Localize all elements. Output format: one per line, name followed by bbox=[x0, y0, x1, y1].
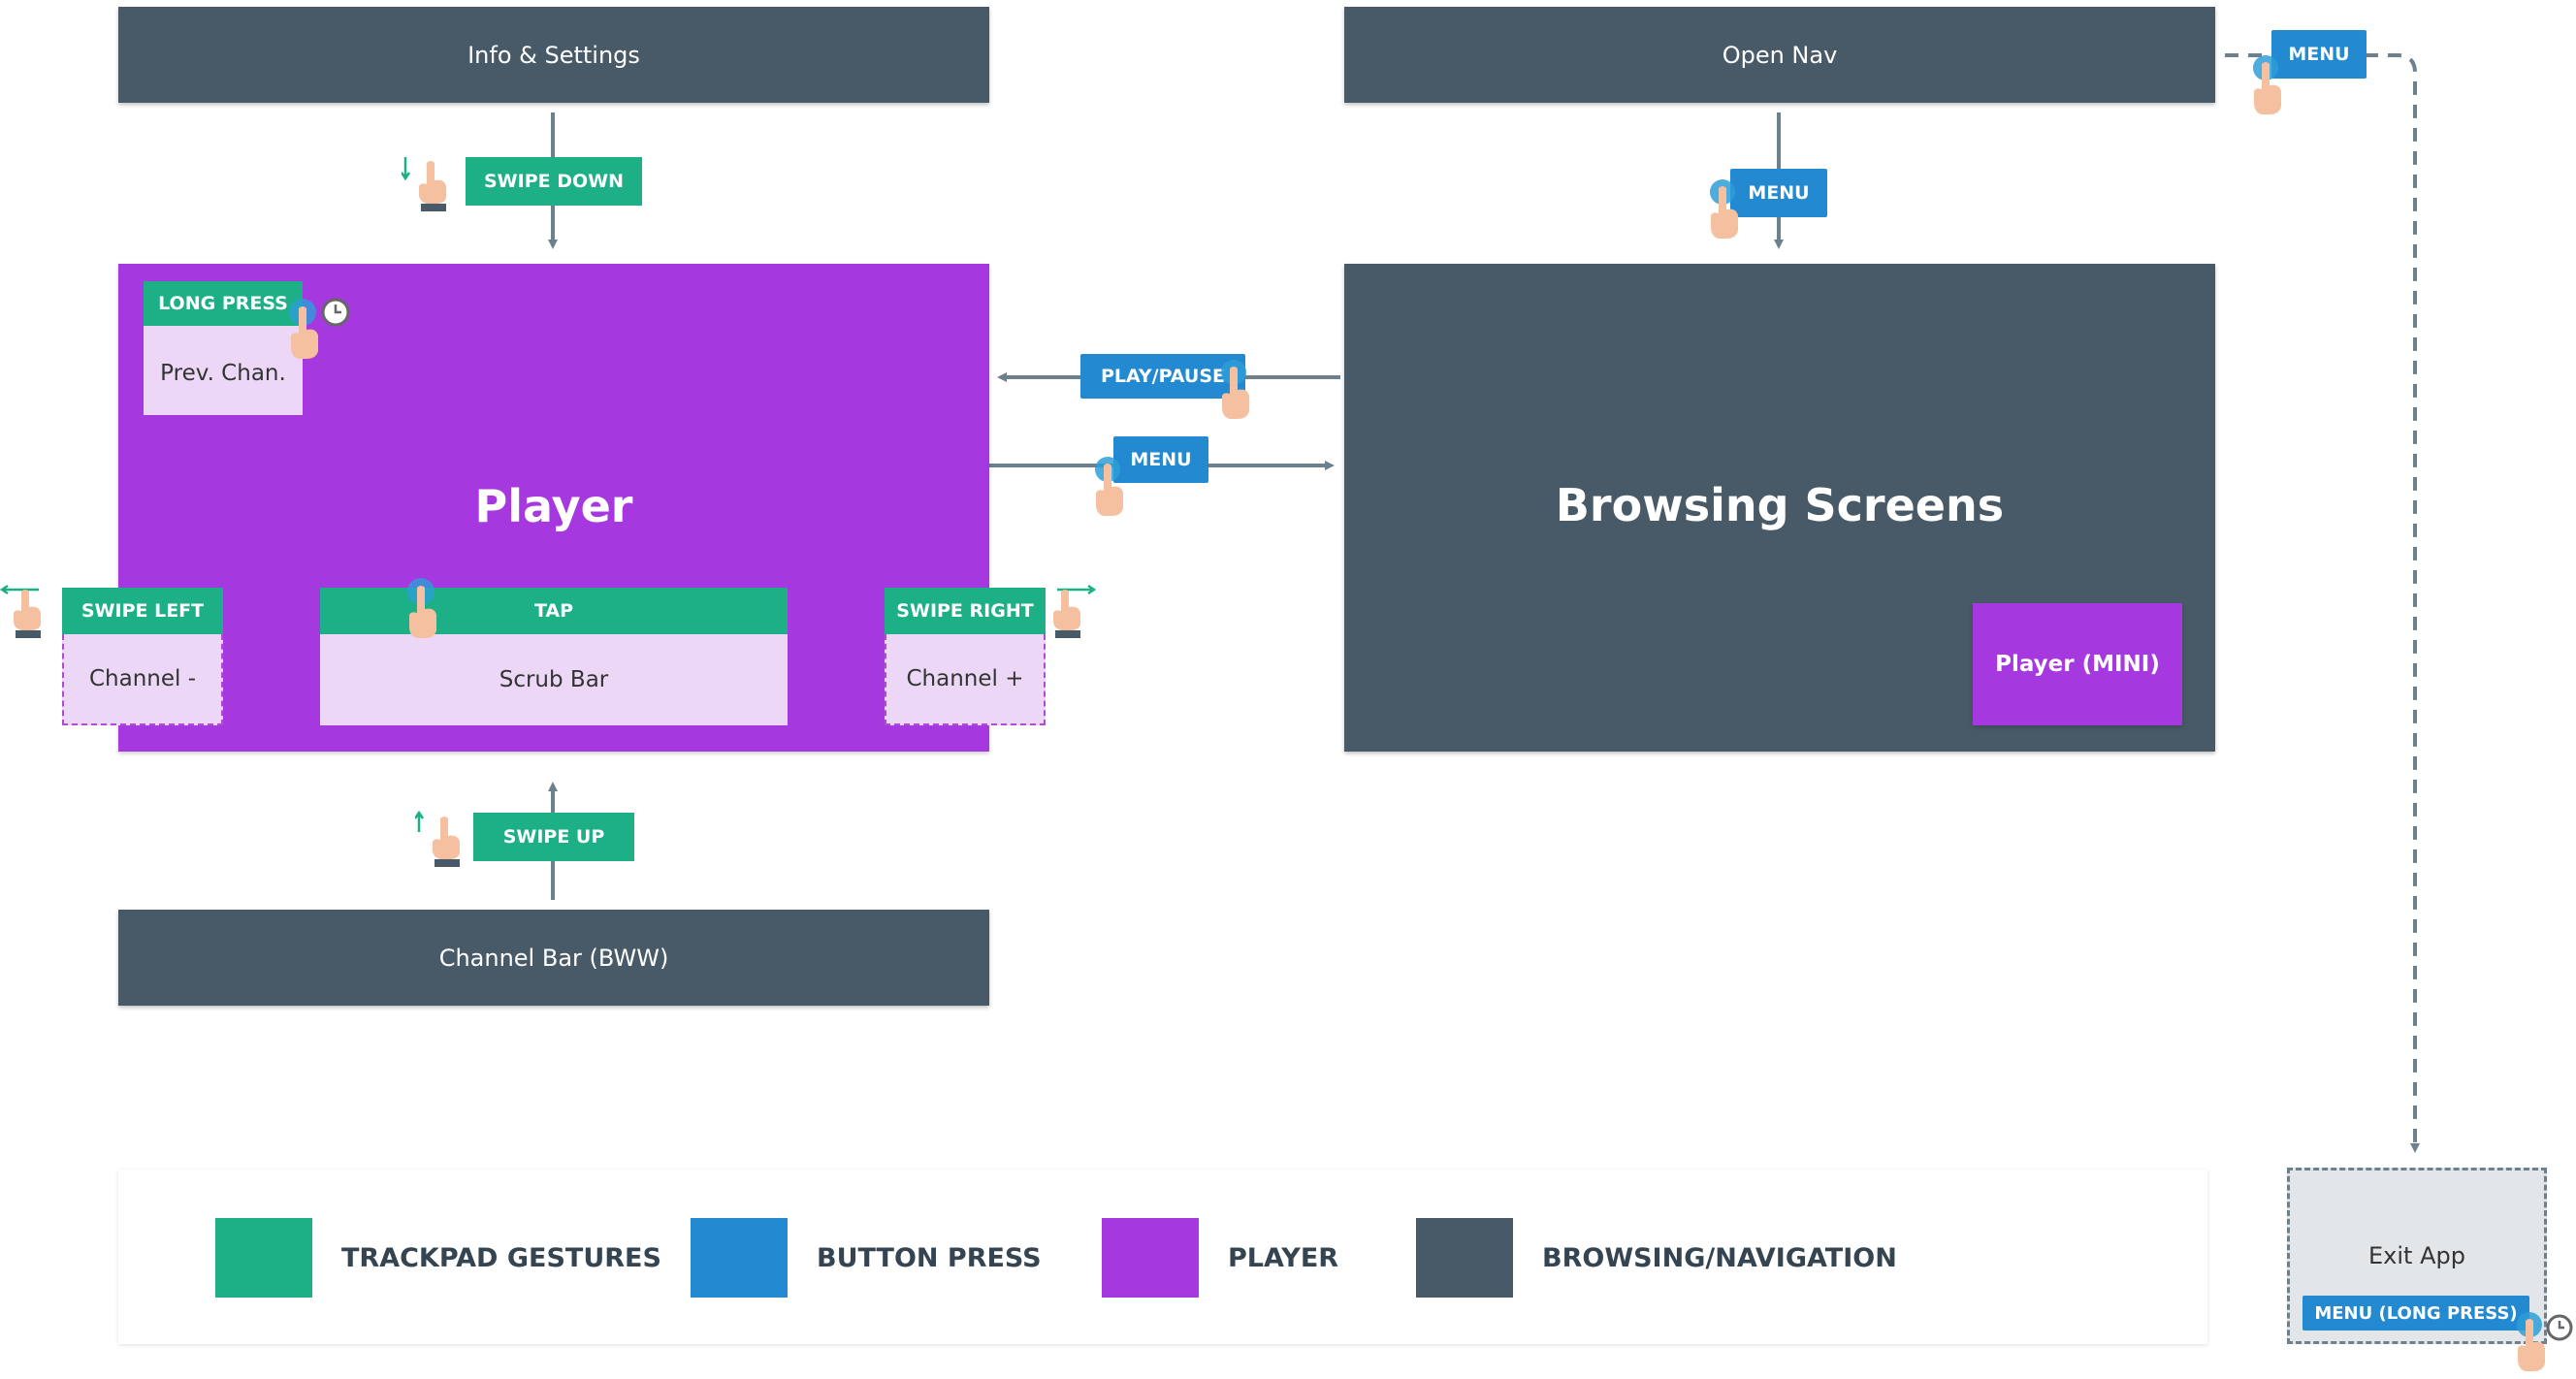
long-press-gesture-label: LONG PRESS bbox=[144, 281, 303, 326]
legend-label-player: PLAYER bbox=[1228, 1243, 1339, 1273]
prev-chan-zone: Prev. Chan. bbox=[144, 326, 303, 415]
hand-pointer-icon bbox=[0, 584, 41, 638]
arrow-opennav-to-exit bbox=[2225, 53, 2420, 1153]
play-pause-button-label: PLAY/PAUSE bbox=[1080, 354, 1245, 399]
prev-chan-label: Prev. Chan. bbox=[160, 361, 286, 386]
hand-pointer-icon bbox=[1710, 179, 1738, 239]
player-mini-node: Player (MINI) bbox=[1973, 603, 2182, 725]
exit-app-label: Exit App bbox=[2368, 1242, 2465, 1269]
hand-pointer-icon bbox=[1095, 457, 1123, 516]
legend-label-browsing: BROWSING/NAVIGATION bbox=[1542, 1243, 1897, 1273]
legend-label-gestures: TRACKPAD GESTURES bbox=[341, 1243, 661, 1273]
legend-swatch-browsing bbox=[1416, 1218, 1513, 1298]
player-mini-label: Player (MINI) bbox=[1995, 652, 2160, 677]
info-settings-node: Info & Settings bbox=[118, 7, 989, 103]
clock-icon bbox=[321, 298, 350, 327]
swipe-down-gesture-label: SWIPE DOWN bbox=[466, 157, 642, 206]
menu-button-label-nav: MENU bbox=[1730, 169, 1827, 217]
channel-bar-label: Channel Bar (BWW) bbox=[438, 944, 669, 972]
legend-swatch-gestures bbox=[215, 1218, 312, 1298]
open-nav-label: Open Nav bbox=[1722, 41, 1838, 69]
scrub-bar-label: Scrub Bar bbox=[499, 667, 609, 692]
open-nav-node: Open Nav bbox=[1344, 7, 2215, 103]
legend-panel: TRACKPAD GESTURES BUTTON PRESS PLAYER BR… bbox=[118, 1170, 2207, 1344]
legend-swatch-buttons bbox=[691, 1218, 788, 1298]
channel-bar-node: Channel Bar (BWW) bbox=[118, 910, 989, 1006]
hand-pointer-icon bbox=[402, 157, 446, 211]
scrub-bar-zone: Scrub Bar bbox=[320, 634, 788, 725]
hand-pointer-icon bbox=[2253, 55, 2281, 114]
channel-minus-label: Channel - bbox=[88, 666, 197, 691]
hand-pointer-icon bbox=[407, 578, 436, 638]
hand-pointer-icon bbox=[1221, 360, 1249, 419]
info-settings-label: Info & Settings bbox=[467, 41, 640, 69]
swipe-up-gesture-label: SWIPE UP bbox=[473, 813, 634, 861]
channel-plus-zone: Channel + bbox=[885, 634, 1046, 725]
browsing-screens-title: Browsing Screens bbox=[1555, 479, 2005, 531]
legend-swatch-player bbox=[1102, 1218, 1199, 1298]
hand-pointer-icon bbox=[2517, 1312, 2545, 1371]
player-title: Player bbox=[474, 480, 633, 532]
swipe-left-gesture-label: SWIPE LEFT bbox=[62, 588, 223, 634]
hand-pointer-icon bbox=[289, 299, 318, 359]
hand-pointer-icon bbox=[1053, 584, 1096, 638]
swipe-right-gesture-label: SWIPE RIGHT bbox=[885, 588, 1046, 634]
menu-button-label-top: MENU bbox=[2271, 30, 2367, 79]
tap-gesture-label: TAP bbox=[320, 588, 788, 634]
legend-label-buttons: BUTTON PRESS bbox=[817, 1243, 1042, 1273]
menu-long-press-button-label: MENU (LONG PRESS) bbox=[2302, 1296, 2529, 1331]
channel-plus-label: Channel + bbox=[906, 666, 1024, 691]
hand-pointer-icon bbox=[415, 811, 460, 867]
menu-button-label-player: MENU bbox=[1113, 436, 1208, 483]
channel-minus-zone: Channel - bbox=[62, 634, 223, 725]
clock-icon bbox=[2546, 1314, 2573, 1341]
